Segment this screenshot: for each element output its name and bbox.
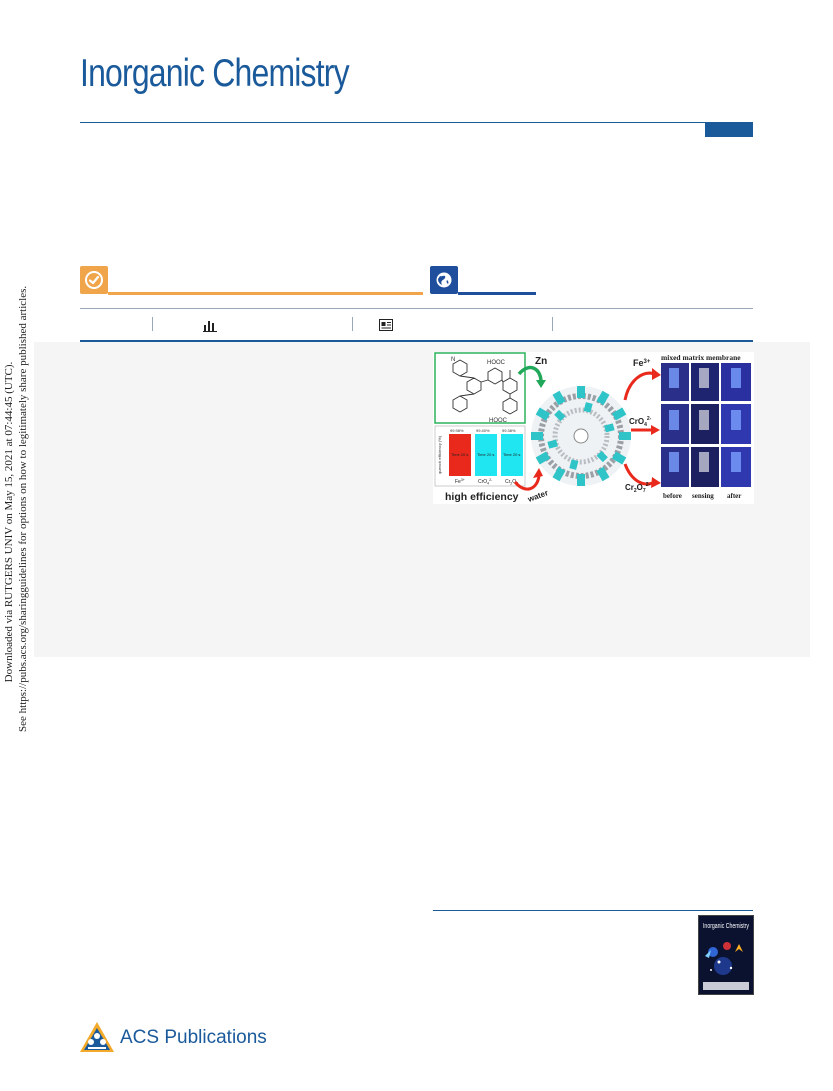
arrow-fe: [623, 371, 656, 401]
ion-label-cr2o7: Cr2O72-: [625, 482, 650, 494]
cover-artwork: [705, 942, 743, 975]
journal-cover-thumbnail[interactable]: Inorganic Chemistry: [698, 915, 754, 995]
metrics-separator: [552, 317, 553, 331]
mof-framework: [531, 386, 631, 486]
toc-graphic[interactable]: HOOC HOOC N Zn: [433, 352, 754, 504]
acs-logo: [80, 1022, 114, 1052]
ligand-structure-frame: [434, 352, 526, 424]
water-arrow: [513, 475, 541, 491]
bar-axis-label: quench efficiency (%): [437, 435, 442, 474]
ligand-label: HOOC: [489, 418, 508, 424]
metrics-bar-bottom-rule: [80, 340, 753, 342]
bar-chart-icon[interactable]: [203, 318, 217, 332]
stage-label: sensing: [692, 492, 714, 500]
bar-inner-label: Time 20 s: [477, 452, 494, 457]
bar-cr2o7: [501, 434, 523, 476]
article-icon[interactable]: [379, 318, 393, 332]
ligand-label: N: [451, 357, 455, 363]
open-access-rule: [108, 292, 423, 295]
globe-badge[interactable]: [430, 266, 458, 294]
bar-fe: [449, 434, 471, 476]
metrics-separator: [152, 317, 153, 331]
ion-label-cro4: CrO42-: [629, 416, 652, 428]
globe-icon: [436, 272, 452, 288]
open-access-badge[interactable]: [80, 266, 108, 294]
efficiency-bars: [449, 434, 523, 476]
download-notice: Downloaded via RUTGERS UNIV on May 15, 2…: [2, 285, 30, 732]
water-label: water: [526, 488, 550, 504]
download-notice-line[interactable]: See https://pubs.acs.org/sharingguidelin…: [17, 285, 29, 732]
efficiency-label: high efficiency: [445, 491, 519, 503]
bar-inner-label: Time 20 s: [503, 452, 520, 457]
ligand-structure: [452, 359, 518, 415]
header-rule: [80, 122, 753, 123]
globe-rule: [458, 292, 536, 295]
bar-value: 99.38%: [502, 428, 516, 433]
bar-value: 99.40%: [476, 428, 490, 433]
ion-label-fe: Fe3+: [633, 358, 651, 368]
zn-arrow: [517, 365, 543, 383]
download-notice-line: Downloaded via RUTGERS UNIV on May 15, 2…: [3, 361, 15, 683]
bar-category-fe: Fe3+: [455, 478, 465, 485]
bar-value: 99.98%: [450, 428, 464, 433]
journal-title: Inorganic Chemistry: [80, 52, 350, 95]
cover-rule: [433, 910, 753, 911]
cover-title: Inorganic Chemistry: [703, 923, 749, 930]
bar-cro4: [475, 434, 497, 476]
stage-label: after: [727, 492, 741, 500]
checkmark-icon: [85, 271, 103, 289]
arrow-cr2o7: [623, 463, 656, 486]
membrane-photos: [661, 363, 751, 487]
publisher-name: ACS Publications: [120, 1027, 267, 1048]
stage-label: before: [663, 492, 682, 500]
bar-category-cro4: CrO42-: [478, 478, 493, 486]
zn-label: Zn: [535, 356, 547, 367]
membrane-title: mixed matrix membrane: [661, 353, 741, 362]
header-tab: [705, 123, 753, 137]
metrics-separator: [352, 317, 353, 331]
ligand-label: HOOC: [487, 360, 506, 366]
metrics-bar-top-rule: [80, 308, 753, 309]
bar-inner-label: Time 20 s: [451, 452, 468, 457]
